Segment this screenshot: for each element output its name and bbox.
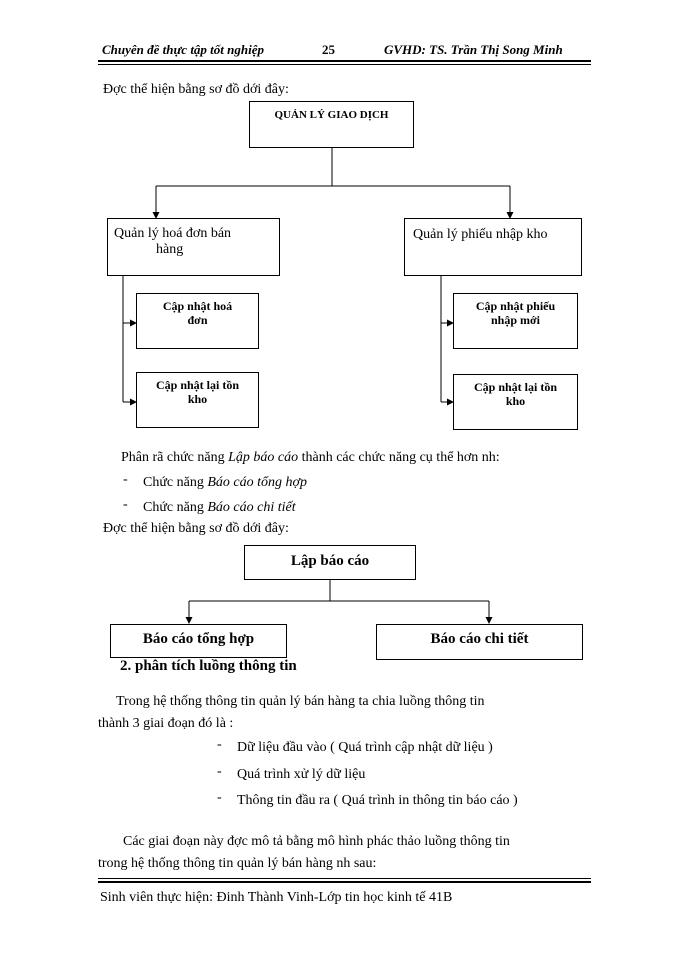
paragraph-lap-bao-cao: Phân rã chức năng Lập báo cáo thành các … (121, 450, 500, 466)
paragraph-text: thành các chức năng cụ thể hơn nh­: (298, 450, 500, 465)
node-quan-ly-phieu-nhap: Quản lý phiếu nhập kho (404, 218, 582, 276)
paragraph-emphasis: Lập báo cáo (228, 450, 299, 465)
intro-text-2: Đ­ợc thể hiện bằng sơ đồ d­ới đây: (103, 521, 289, 536)
paragraph-giai-doan-line1: Các giai đoạn này đ­ợc mô tả bằng mô hìn… (123, 834, 510, 849)
node-label-line2: kho (187, 392, 208, 406)
paragraph-text: Phân rã chức năng (121, 450, 229, 465)
bullet-emphasis: Báo cáo chi tiết (207, 500, 296, 515)
node-label-line1: Quản lý hoá đơn bán (114, 226, 232, 241)
bullet-emphasis: Báo cáo tổng hợp (207, 475, 307, 490)
node-label-line2: nhập mới (491, 313, 540, 327)
bullet-marker: - (217, 764, 222, 779)
bullet-item: Quá trình xử lý dữ liệu (237, 767, 366, 782)
node-label: Quản lý phiếu nhập kho (413, 227, 548, 242)
node-label-line1: Cập nhật hoá (162, 299, 233, 313)
paragraph-luong-thong-tin-line2: thành 3 giai đoạn đó là : (98, 716, 234, 731)
paragraph-luong-thong-tin-line1: Trong hệ thống thông tin quản lý bán hàn… (116, 694, 485, 709)
node-label-line2: kho (505, 394, 526, 408)
node-cap-nhat-phieu-nhap: Cập nhật phiếu nhập mới (453, 293, 578, 349)
node-label-line1: Cập nhật lại tồn (155, 378, 240, 392)
node-label: Báo cáo tổng hợp (142, 631, 255, 647)
footer-rule (98, 881, 591, 883)
node-label: QUẢN LÝ GIAO DỊCH (274, 109, 389, 121)
intro-text-1: Đ­ợc thể hiện bằng sơ đồ d­ới đây: (103, 82, 289, 97)
bullet-item: Chức năng Báo cáo tổng hợp (143, 475, 307, 491)
node-label-line1: Cập nhật lại tồn (473, 380, 558, 394)
bullet-marker: - (123, 472, 128, 487)
bullet-marker: - (123, 497, 128, 512)
node-label-line2: đơn (187, 313, 208, 327)
bullet-item: Dữ liệu đầu vào ( Quá trình cập nhật dữ … (237, 740, 493, 755)
header-rule-thin (98, 64, 591, 65)
node-label: Lập báo cáo (290, 553, 370, 569)
bullet-marker: - (217, 737, 222, 752)
section-heading: 2. phân tích luồng thông tin (120, 658, 297, 674)
footer-text: Sinh viên thực hiện: Đinh Thành Vinh-Lớp… (100, 890, 453, 905)
node-label: Báo cáo chi tiết (430, 631, 529, 647)
node-cap-nhat-ton-kho-right: Cập nhật lại tồn kho (453, 374, 578, 430)
bullet-text: Chức năng (143, 500, 208, 515)
node-label-line2: hàng (156, 242, 184, 257)
node-cap-nhat-ton-kho-left: Cập nhật lại tồn kho (136, 372, 259, 428)
bullet-marker: - (217, 790, 222, 805)
node-quan-ly-hoa-don: Quản lý hoá đơn bán hàng (107, 218, 280, 276)
page-number: 25 (322, 42, 335, 57)
node-lap-bao-cao: Lập báo cáo (244, 545, 416, 580)
bullet-text: Chức năng (143, 475, 208, 490)
bullet-item: Thông tin đầu ra ( Quá trình in thông ti… (237, 793, 518, 808)
bullet-item: Chức năng Báo cáo chi tiết (143, 500, 296, 516)
node-cap-nhat-hoa-don: Cập nhật hoá đơn (136, 293, 259, 349)
node-bao-cao-chi-tiet: Báo cáo chi tiết (376, 624, 583, 660)
node-bao-cao-tong-hop: Báo cáo tổng hợp (110, 624, 287, 658)
header-left: Chuyên đề thực tập tốt nghiệp (102, 42, 264, 57)
node-quan-ly-giao-dich: QUẢN LÝ GIAO DỊCH (249, 101, 414, 148)
paragraph-giai-doan-line2: trong hệ thống thông tin quản lý bán hàn… (98, 856, 377, 871)
header-rule (98, 60, 591, 62)
node-label-line1: Cập nhật phiếu (475, 299, 556, 313)
header-right: GVHD: TS. Trần Thị Song Minh (384, 42, 563, 57)
footer-rule-thin (98, 878, 591, 879)
